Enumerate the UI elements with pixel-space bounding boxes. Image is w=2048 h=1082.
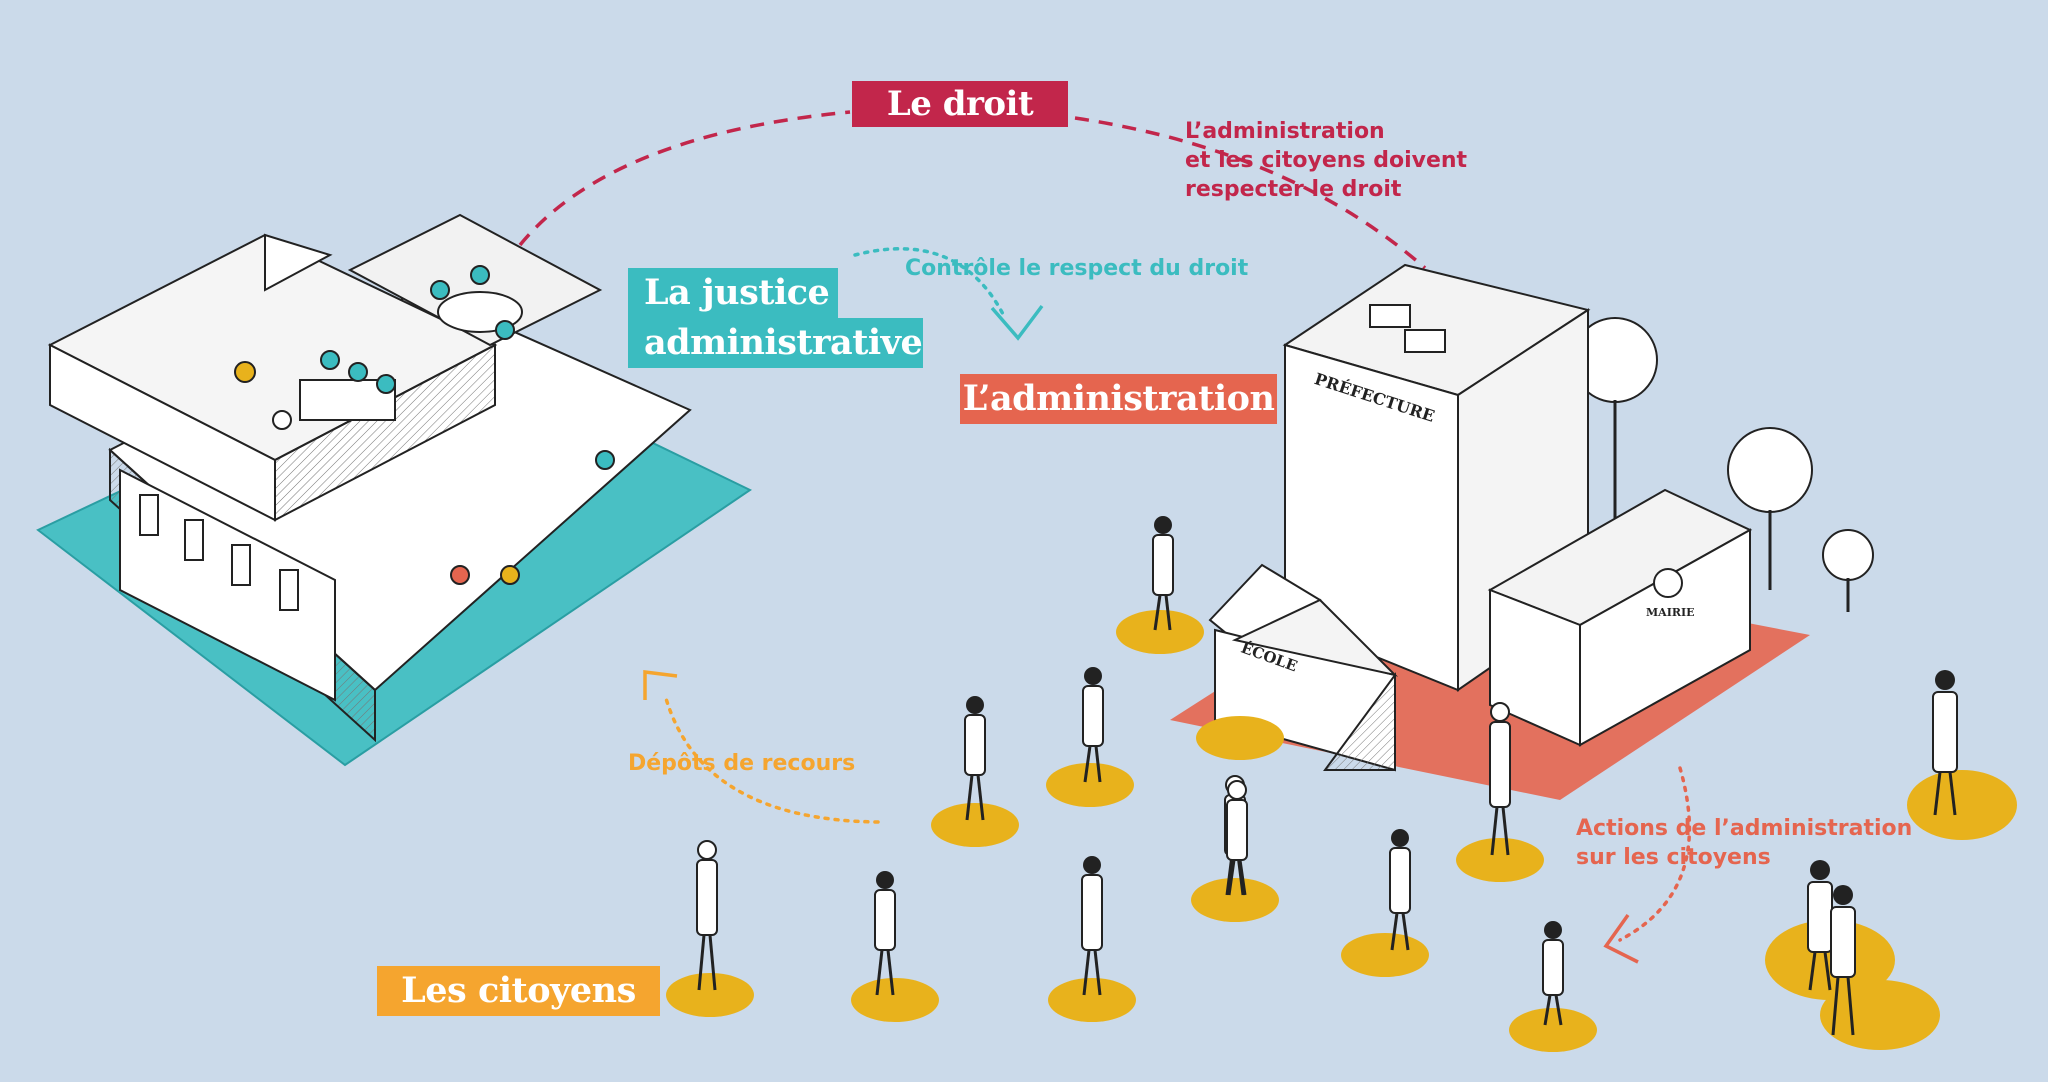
droit-label-text: Le droit [886,84,1034,124]
citizen-figure [1456,702,1544,882]
droit-label: Le droit [852,81,1068,127]
citizen-figure [851,871,939,1022]
droit-note-line: L’administration [1185,119,1385,144]
justice-label-line2: administrative [628,318,923,368]
mairie-sign-text: MAIRIE [1646,606,1695,619]
citizens-illustration [666,516,2017,1052]
recours-arc [663,693,880,824]
justice-label-text-2: administrative [644,322,923,363]
droit-note-line: respecter le droit [1185,177,1402,202]
actions-arc [1618,766,1692,942]
citizen-figure [931,696,1019,847]
controle-note-text: Contrôle le respect du droit [905,256,1249,281]
actions-note-line: Actions de l’administration [1576,816,1913,841]
citizen-figure [1509,921,1597,1052]
actions-arrowhead [1603,913,1639,964]
citizen-figure [1046,667,1134,807]
administration-label: L’administration [960,374,1277,424]
droit-note-line: et les citoyens doivent [1185,148,1468,173]
recours-arrowhead [643,670,678,700]
citoyens-label-text: Les citoyens [401,970,636,1011]
tree-icon [1822,529,1874,612]
controle-arrowhead [990,304,1044,341]
town-hall-building [1487,488,1753,747]
citizen-figure [666,840,754,1017]
citoyens-label: Les citoyens [377,966,660,1016]
droit-note: L’administration et les citoyens doivent… [1185,117,1467,204]
controle-note: Contrôle le respect du droit [905,254,1248,283]
mairie-sign: MAIRIE [1646,606,1695,619]
courthouse-illustration [36,213,752,767]
recours-note-text: Dépôts de recours [628,751,856,776]
citizen-figure [1116,516,1204,654]
actions-note: Actions de l’administration sur les cito… [1576,814,1912,872]
tree-icon [1727,427,1813,590]
citizen-figure [1196,716,1284,896]
administration-illustration [1170,263,1874,800]
droit-arc-right [1074,116,1427,270]
controle-arc [853,247,1007,320]
citizen-figure [1907,670,2017,840]
recours-note: Dépôts de recours [628,749,855,778]
school-building [1208,563,1399,772]
citizen-figure [1820,885,1940,1050]
justice-label-line1: La justice [628,268,838,318]
administration-label-text: L’administration [962,378,1275,419]
droit-arc-left [518,110,851,247]
citizen-figure [1341,829,1429,977]
justice-label-text-1: La justice [644,272,830,313]
actions-note-line: sur les citoyens [1576,845,1771,870]
citizen-figure [1048,856,1136,1022]
